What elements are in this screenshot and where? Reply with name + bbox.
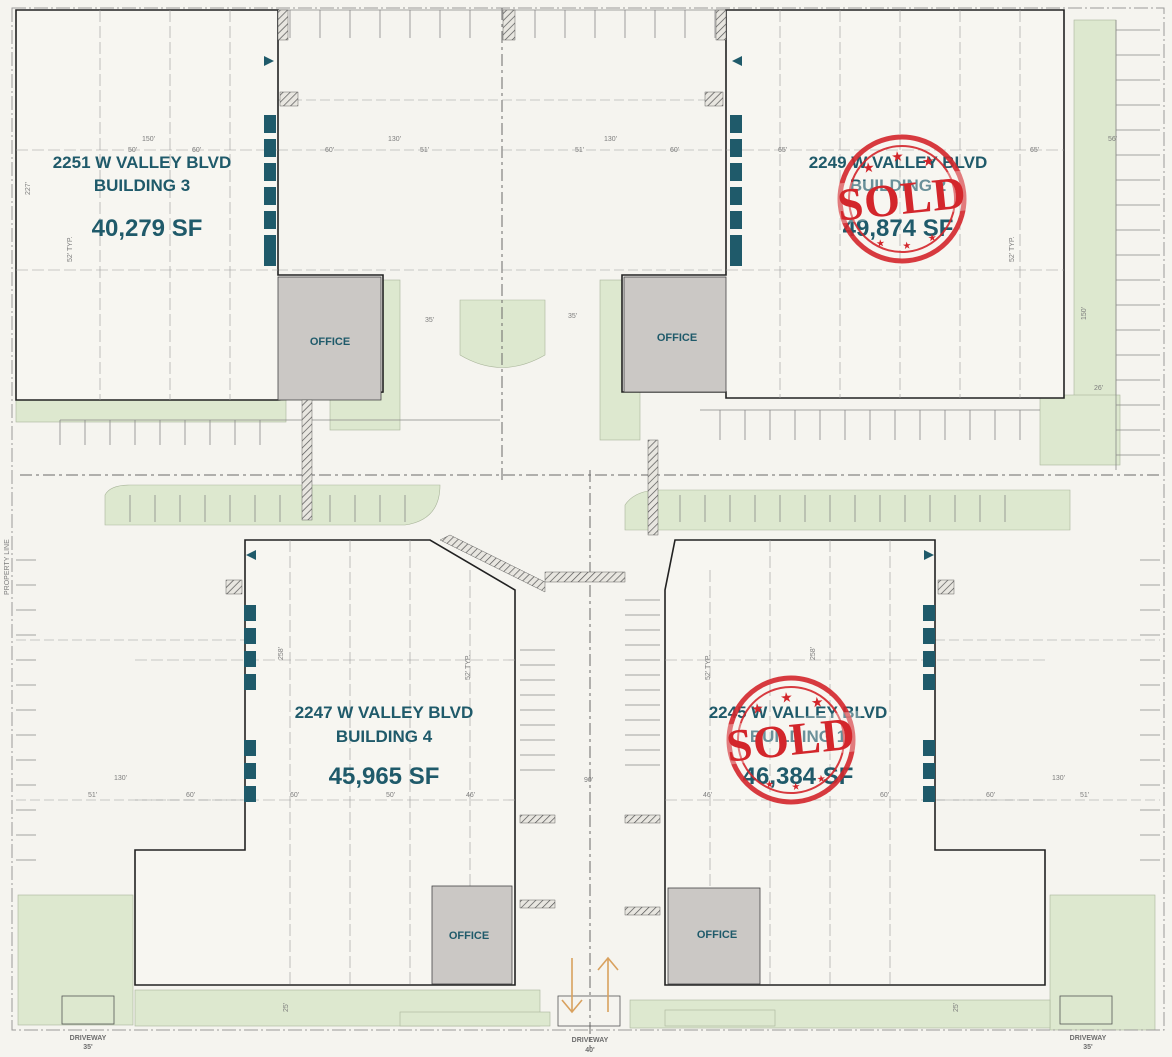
driveway-boxes bbox=[61, 995, 1113, 1027]
star-icon: ★ bbox=[751, 701, 765, 718]
star-icon: ★ bbox=[891, 149, 905, 166]
office-building-4 bbox=[431, 885, 513, 985]
svg-text:DRIVEWAY: DRIVEWAY bbox=[1070, 1035, 1107, 1042]
svg-text:51': 51' bbox=[420, 147, 429, 154]
star-icon: ★ bbox=[862, 160, 876, 177]
svg-text:60': 60' bbox=[290, 792, 299, 799]
svg-text:OFFICE: OFFICE bbox=[697, 929, 737, 941]
office-building-2 bbox=[623, 276, 727, 393]
svg-text:227': 227' bbox=[25, 182, 32, 195]
svg-text:52' TYP.: 52' TYP. bbox=[705, 654, 712, 680]
svg-text:65': 65' bbox=[778, 147, 787, 154]
property-line-label: PROPERTY LINE bbox=[4, 539, 11, 595]
svg-text:130': 130' bbox=[388, 136, 401, 143]
star-icon: ★ bbox=[810, 694, 824, 711]
svg-text:OFFICE: OFFICE bbox=[449, 930, 489, 942]
star-icon: ★ bbox=[902, 240, 912, 252]
svg-text:130': 130' bbox=[114, 775, 127, 782]
road-centerlines bbox=[20, 8, 1160, 1050]
svg-text:51': 51' bbox=[575, 147, 584, 154]
property-line-boundary bbox=[11, 7, 1165, 1031]
svg-text:35': 35' bbox=[425, 317, 434, 324]
svg-text:50': 50' bbox=[386, 792, 395, 799]
office-building-1 bbox=[667, 887, 761, 985]
svg-text:150': 150' bbox=[1081, 307, 1088, 320]
svg-text:60': 60' bbox=[192, 147, 201, 154]
arrow-up-icon bbox=[597, 956, 619, 1012]
svg-text:90': 90' bbox=[584, 777, 593, 784]
svg-text:52' TYP.: 52' TYP. bbox=[1009, 236, 1016, 262]
sold-stamp-building-1: ★ ★ ★ SOLD ★ ★ ★ bbox=[717, 675, 865, 805]
svg-text:DRIVEWAY: DRIVEWAY bbox=[572, 1037, 609, 1044]
offices bbox=[277, 276, 761, 985]
svg-text:DRIVEWAY: DRIVEWAY bbox=[70, 1035, 107, 1042]
svg-text:130': 130' bbox=[604, 136, 617, 143]
svg-text:65': 65' bbox=[1030, 147, 1039, 154]
sold-stamp-building-2: ★ ★ ★ SOLD ★ ★ ★ bbox=[828, 134, 976, 264]
star-icon: ★ bbox=[816, 774, 826, 786]
svg-text:130': 130' bbox=[1052, 775, 1065, 782]
svg-text:BUILDING 3: BUILDING 3 bbox=[94, 176, 190, 195]
svg-text:35': 35' bbox=[83, 1044, 93, 1051]
svg-text:25': 25' bbox=[953, 1003, 960, 1012]
star-icon: ★ bbox=[876, 238, 886, 250]
svg-text:2251 W VALLEY BLVD: 2251 W VALLEY BLVD bbox=[53, 153, 232, 172]
svg-text:51': 51' bbox=[88, 792, 97, 799]
office-building-3 bbox=[277, 276, 382, 401]
svg-text:52' TYP.: 52' TYP. bbox=[67, 236, 74, 262]
svg-text:OFFICE: OFFICE bbox=[310, 336, 350, 348]
svg-text:2247 W VALLEY BLVD: 2247 W VALLEY BLVD bbox=[295, 703, 474, 722]
svg-text:60': 60' bbox=[325, 147, 334, 154]
dock-doors bbox=[244, 115, 935, 802]
dimension-labels: 150' 50' 60' 60' 130' 51' 51' 130' 60' 6… bbox=[25, 136, 1117, 1012]
svg-text:45,965 SF: 45,965 SF bbox=[329, 763, 440, 790]
landscaping bbox=[15, 19, 1156, 1031]
svg-text:46': 46' bbox=[703, 792, 712, 799]
svg-text:49,874 SF: 49,874 SF bbox=[843, 215, 954, 242]
building-4-footprint bbox=[134, 539, 516, 986]
star-icon: ★ bbox=[765, 779, 775, 791]
svg-text:50': 50' bbox=[128, 147, 137, 154]
star-icon: ★ bbox=[791, 781, 801, 793]
star-icon: ★ bbox=[927, 233, 937, 245]
traffic-arrows bbox=[561, 956, 619, 1014]
svg-text:60': 60' bbox=[986, 792, 995, 799]
svg-text:BUILDING 2: BUILDING 2 bbox=[850, 176, 946, 195]
star-icon: ★ bbox=[780, 690, 794, 707]
building-3-label: 2251 W VALLEY BLVD BUILDING 3 40,279 SF bbox=[53, 153, 232, 242]
entry-markers bbox=[246, 56, 934, 560]
svg-text:BUILDING 4: BUILDING 4 bbox=[336, 727, 433, 746]
building-4-label: 2247 W VALLEY BLVD BUILDING 4 45,965 SF bbox=[295, 703, 474, 790]
svg-text:40,279 SF: 40,279 SF bbox=[92, 215, 203, 242]
column-grid bbox=[16, 10, 1064, 985]
svg-text:BUILDING 1: BUILDING 1 bbox=[750, 727, 846, 746]
truck-courts bbox=[16, 99, 1160, 801]
svg-text:60': 60' bbox=[186, 792, 195, 799]
svg-text:35': 35' bbox=[1083, 1044, 1093, 1051]
svg-text:60': 60' bbox=[880, 792, 889, 799]
parking-stalls bbox=[16, 9, 1160, 861]
star-icon: ★ bbox=[921, 153, 935, 170]
svg-text:46': 46' bbox=[466, 792, 475, 799]
svg-text:258': 258' bbox=[278, 647, 285, 660]
svg-text:51': 51' bbox=[1080, 792, 1089, 799]
svg-text:40': 40' bbox=[585, 1047, 595, 1054]
driveway-labels: DRIVEWAY 35' DRIVEWAY 40' DRIVEWAY 35' bbox=[70, 1035, 1107, 1054]
svg-text:56': 56' bbox=[1108, 136, 1117, 143]
svg-text:OFFICE: OFFICE bbox=[657, 332, 697, 344]
walkways bbox=[225, 9, 955, 916]
office-labels: OFFICE OFFICE OFFICE OFFICE bbox=[310, 332, 737, 942]
svg-text:60': 60' bbox=[670, 147, 679, 154]
svg-text:258': 258' bbox=[810, 647, 817, 660]
svg-text:35': 35' bbox=[568, 313, 577, 320]
svg-text:150': 150' bbox=[142, 136, 155, 143]
svg-text:26': 26' bbox=[1094, 385, 1103, 392]
arrow-down-icon bbox=[561, 958, 583, 1014]
building-1-footprint bbox=[664, 539, 1046, 986]
svg-text:25': 25' bbox=[283, 1003, 290, 1012]
svg-text:52' TYP.: 52' TYP. bbox=[465, 654, 472, 680]
